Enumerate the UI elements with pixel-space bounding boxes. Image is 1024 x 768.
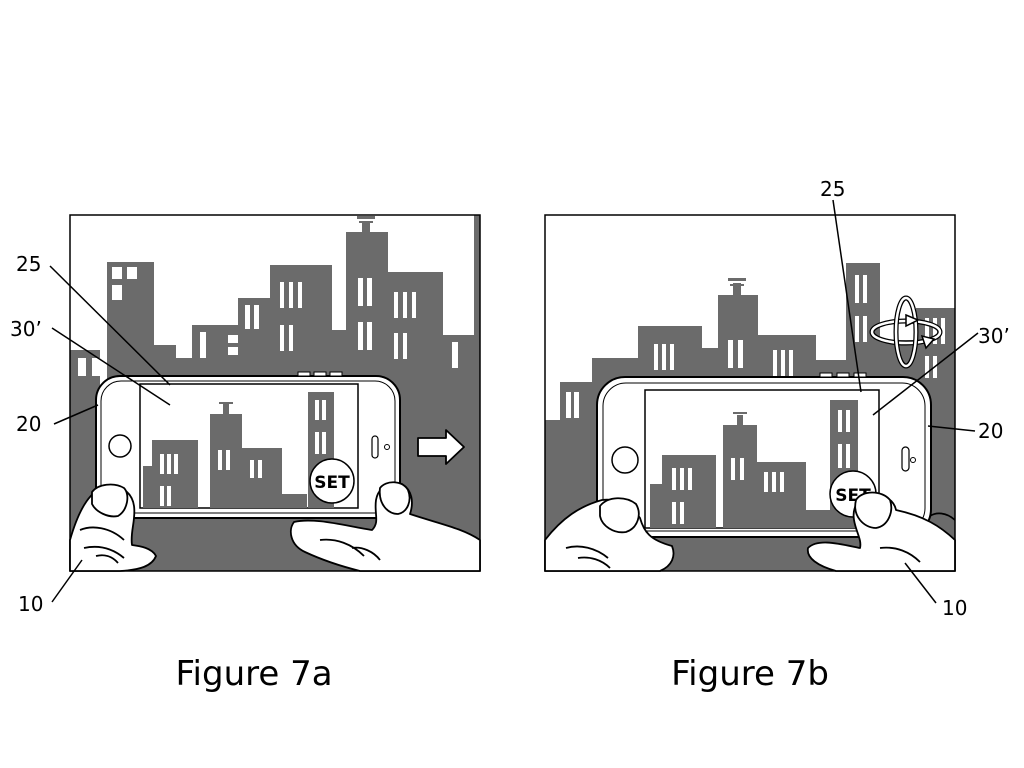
home-button-icon <box>612 447 638 473</box>
set-button-label: SET <box>314 473 350 493</box>
callout-10-hand: 10 <box>942 596 967 620</box>
speaker-icon <box>372 436 378 458</box>
figure-7a: SET 25 30’ 20 10 <box>10 215 480 616</box>
set-button[interactable]: SET <box>310 459 354 503</box>
callout-20-device: 20 <box>16 412 41 436</box>
callout-10-hand: 10 <box>18 592 43 616</box>
figure-7a-caption: Figure 7a <box>104 654 404 694</box>
front-camera-icon <box>385 445 390 450</box>
callout-25-screen: 25 <box>16 252 41 276</box>
figure-7b-caption: Figure 7b <box>600 654 900 694</box>
callout-30-image: 30’ <box>10 317 42 341</box>
front-camera-icon <box>911 458 916 463</box>
callout-30-image: 30’ <box>978 324 1010 348</box>
callout-25-screen: 25 <box>820 177 845 201</box>
home-button-icon <box>109 435 131 457</box>
figure-7b: SET 25 30’ 20 10 <box>545 177 1010 620</box>
speaker-icon <box>902 447 909 471</box>
callout-20-device: 20 <box>978 419 1003 443</box>
